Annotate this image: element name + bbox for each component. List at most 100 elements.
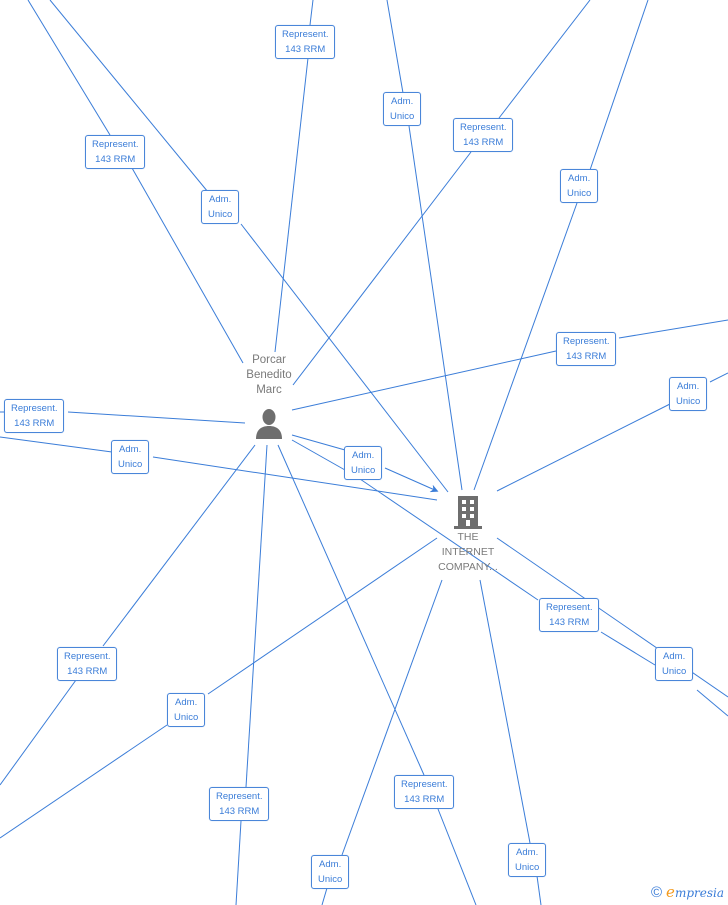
edge[interactable] bbox=[309, 0, 314, 26]
edge[interactable] bbox=[359, 478, 539, 601]
edge-label-role: Adm. bbox=[352, 450, 375, 461]
edge-label-represent[interactable]: Represent. 143 RRM bbox=[539, 598, 600, 632]
edge-label-detail: Unico bbox=[662, 666, 687, 677]
edge-label-represent[interactable]: Represent. 143 RRM bbox=[275, 25, 336, 59]
edge-label-detail: Unico bbox=[515, 862, 540, 873]
edge-label-role: Adm. bbox=[663, 651, 686, 662]
edge[interactable] bbox=[131, 167, 244, 364]
edge-label-detail: 143 RRM bbox=[285, 44, 326, 55]
edge[interactable] bbox=[321, 887, 328, 905]
edge-label-adm-unico[interactable]: Adm. Unico bbox=[344, 446, 383, 480]
edge-label-detail: Unico bbox=[318, 874, 343, 885]
edge[interactable] bbox=[479, 579, 531, 844]
edge[interactable] bbox=[536, 875, 542, 905]
edge-label-represent[interactable]: Represent. 143 RRM bbox=[556, 332, 617, 366]
edge-label-role: Adm. bbox=[175, 697, 198, 708]
edge[interactable] bbox=[152, 456, 438, 501]
edge[interactable] bbox=[0, 724, 168, 839]
edge[interactable] bbox=[408, 125, 463, 491]
edge-label-role: Represent. bbox=[92, 139, 139, 150]
edge[interactable] bbox=[498, 0, 591, 119]
edge-label-role: Adm. bbox=[677, 381, 700, 392]
edge[interactable] bbox=[709, 372, 728, 383]
edge[interactable] bbox=[496, 537, 728, 698]
edge-label-role: Represent. bbox=[546, 602, 593, 613]
edge[interactable] bbox=[600, 631, 656, 666]
edge[interactable] bbox=[0, 436, 113, 453]
person-name-line: Benedito bbox=[246, 369, 292, 381]
edge-label-detail: Unico bbox=[676, 396, 701, 407]
edge-label-adm-unico[interactable]: Adm. Unico bbox=[669, 377, 708, 411]
edge[interactable] bbox=[696, 689, 728, 717]
edge-label-represent[interactable]: Represent. 143 RRM bbox=[394, 775, 455, 809]
edge[interactable] bbox=[618, 319, 728, 339]
copyright-icon: © bbox=[650, 883, 663, 901]
edge-label-role: Represent. bbox=[64, 651, 111, 662]
company-name-line: INTERNET bbox=[441, 546, 495, 558]
edge[interactable] bbox=[240, 223, 449, 493]
edge-label-detail: 143 RRM bbox=[14, 418, 55, 429]
edge-label-role: Represent. bbox=[401, 779, 448, 790]
edge-label-adm-unico[interactable]: Adm. Unico bbox=[201, 190, 240, 224]
edge-label-role: Adm. bbox=[209, 194, 232, 205]
edge[interactable] bbox=[473, 202, 578, 491]
person-name: Porcar Benedito Marc bbox=[238, 353, 300, 398]
person-name-line: Marc bbox=[256, 384, 282, 396]
edge-label-role: Represent. bbox=[563, 336, 610, 347]
edge-label-detail: Unico bbox=[208, 209, 233, 220]
edge-label-role: Adm. bbox=[391, 96, 414, 107]
person-node[interactable]: Porcar Benedito Marc bbox=[238, 353, 300, 440]
edge-label-detail: 143 RRM bbox=[67, 666, 108, 677]
edge[interactable] bbox=[341, 579, 443, 856]
edge-label-adm-unico[interactable]: Adm. Unico bbox=[560, 169, 599, 203]
company-node[interactable]: THE INTERNET COMPANY... bbox=[430, 494, 506, 575]
edge-label-adm-unico[interactable]: Adm. Unico bbox=[311, 855, 350, 889]
edge[interactable] bbox=[0, 679, 77, 786]
company-name: THE INTERNET COMPANY... bbox=[430, 530, 506, 575]
edge-label-role: Adm. bbox=[319, 859, 342, 870]
edge-label-adm-unico[interactable]: Adm. Unico bbox=[383, 92, 422, 126]
edge[interactable] bbox=[245, 444, 268, 788]
edge[interactable] bbox=[384, 467, 439, 493]
edge[interactable] bbox=[49, 0, 209, 193]
edge[interactable] bbox=[589, 0, 649, 171]
edge-label-adm-unico[interactable]: Adm. Unico bbox=[111, 440, 150, 474]
empresia-watermark[interactable]: © empresia bbox=[651, 883, 724, 901]
edge-label-detail: Unico bbox=[567, 188, 592, 199]
edge-label-detail: 143 RRM bbox=[95, 154, 136, 165]
edge[interactable] bbox=[235, 820, 242, 905]
edge-label-represent[interactable]: Represent. 143 RRM bbox=[453, 118, 514, 152]
edge[interactable] bbox=[291, 439, 346, 471]
edge-label-represent[interactable]: Represent. 143 RRM bbox=[4, 399, 65, 433]
edge[interactable] bbox=[67, 411, 246, 424]
edge-label-represent[interactable]: Represent. 143 RRM bbox=[85, 135, 146, 169]
person-icon bbox=[256, 409, 282, 439]
edge-label-detail: Unico bbox=[390, 111, 415, 122]
edge[interactable] bbox=[496, 403, 671, 492]
edge-label-represent[interactable]: Represent. 143 RRM bbox=[209, 787, 270, 821]
edge[interactable] bbox=[291, 350, 557, 411]
company-name-line: COMPANY... bbox=[438, 561, 498, 573]
edge[interactable] bbox=[291, 434, 346, 451]
edge[interactable] bbox=[102, 444, 256, 647]
edge-label-role: Represent. bbox=[460, 122, 507, 133]
edge[interactable] bbox=[207, 537, 438, 695]
edge[interactable] bbox=[27, 0, 111, 136]
edge-label-detail: 143 RRM bbox=[549, 617, 590, 628]
edge[interactable] bbox=[274, 57, 309, 353]
edge-label-detail: 143 RRM bbox=[219, 806, 260, 817]
edge[interactable] bbox=[292, 151, 472, 386]
edge-label-adm-unico[interactable]: Adm. Unico bbox=[655, 647, 694, 681]
edge-label-adm-unico[interactable]: Adm. Unico bbox=[508, 843, 547, 877]
edge[interactable] bbox=[386, 0, 404, 94]
edge-label-role: Adm. bbox=[119, 444, 142, 455]
edge-label-represent[interactable]: Represent. 143 RRM bbox=[57, 647, 118, 681]
edge-label-adm-unico[interactable]: Adm. Unico bbox=[167, 693, 206, 727]
edge[interactable] bbox=[277, 444, 425, 776]
edge-label-role: Adm. bbox=[568, 173, 591, 184]
empresia-logo: empresia bbox=[666, 883, 724, 901]
edge-label-detail: Unico bbox=[118, 459, 143, 470]
edge[interactable] bbox=[437, 808, 477, 905]
edge-label-detail: 143 RRM bbox=[463, 137, 504, 148]
